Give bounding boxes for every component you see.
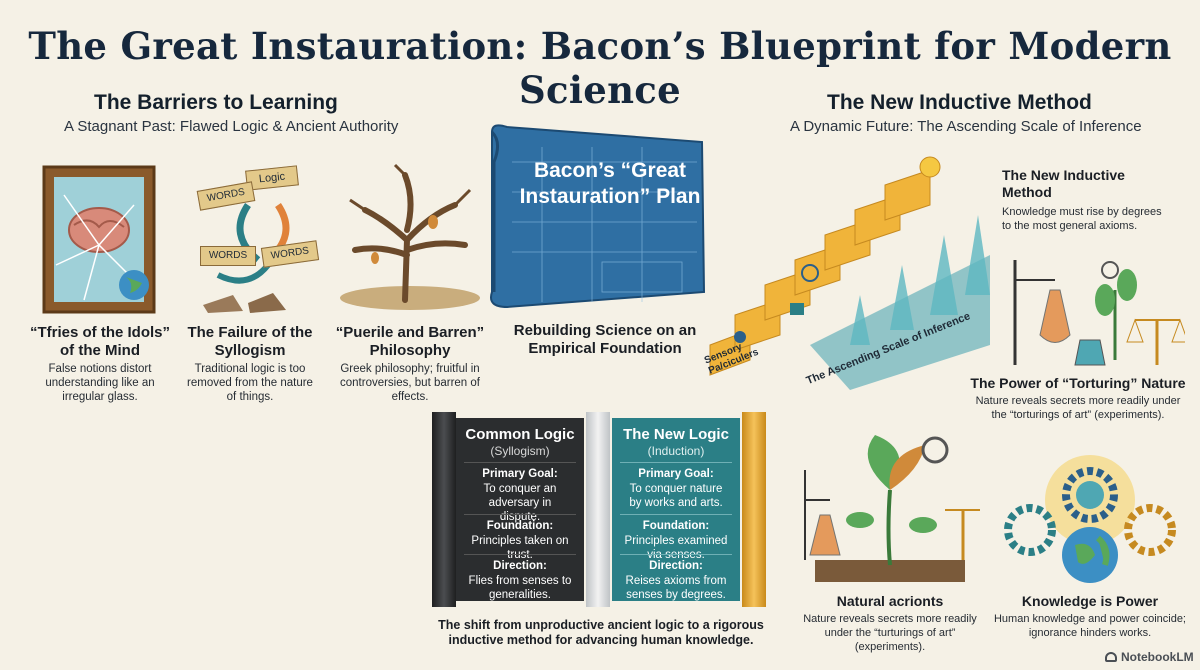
right-pillar	[742, 412, 766, 607]
divider	[464, 514, 576, 515]
new-logic-column: The New Logic (Induction) Primary Goal: …	[612, 418, 740, 601]
idols-title: “Tfries of the Idols” of the Mind	[30, 324, 171, 359]
common-foundation-label: Foundation:	[486, 520, 554, 532]
blueprint-scroll	[490, 124, 706, 309]
method-title: The New Inductive Method	[1002, 167, 1125, 200]
philosophy-title: “Puerile and Barren” Philosophy	[335, 324, 485, 359]
torture-desc: Nature reveals secrets more readily unde…	[975, 395, 1181, 421]
words-sign-2: WORDS	[200, 246, 256, 266]
divider	[464, 462, 576, 463]
comparison-caption: The shift from unproductive ancient logi…	[438, 618, 764, 647]
new-foundation-label: Foundation:	[642, 520, 710, 532]
torture-title: The Power of “Torturing” Nature	[970, 375, 1186, 391]
barriers-title: The Barriers to Learning	[94, 91, 338, 114]
natural-plant-illustration	[804, 435, 980, 582]
divider	[620, 462, 732, 463]
lab-experiment-illustration	[1013, 260, 1185, 366]
barren-tree-illustration	[340, 163, 480, 310]
common-goal-value: To conquer an adversary in dispute.	[483, 483, 557, 523]
idols-desc: False notions distort understanding like…	[45, 363, 155, 403]
left-pillar	[432, 412, 456, 607]
new-goal-label: Primary Goal:	[638, 468, 714, 480]
method-section-subtitle: A Dynamic Future: The Ascending Scale of…	[790, 118, 1142, 135]
philosophy-desc: Greek philosophy; fruitful in controvers…	[340, 363, 480, 403]
plan-label: Bacon’s “Great Instauration” Plan	[519, 159, 701, 208]
middle-pillar	[586, 412, 610, 607]
common-direction-value: Flies from senses to generalities.	[468, 575, 572, 601]
syllogism-desc: Traditional logic is too removed from th…	[187, 363, 313, 403]
new-logic-sub: (Induction)	[647, 444, 705, 458]
divider	[620, 514, 732, 515]
page-title: The Great Instauration: Bacon’s Blueprin…	[28, 24, 1172, 112]
common-direction-label: Direction:	[493, 560, 547, 572]
syllogism-title: The Failure of the Syllogism	[187, 324, 313, 359]
method-desc: Knowledge must rise by degrees to the mo…	[1002, 206, 1162, 232]
barriers-subtitle: A Stagnant Past: Flawed Logic & Ancient …	[64, 118, 399, 135]
new-direction-value: Reises axioms from senses by degrees.	[625, 575, 727, 601]
common-logic-head: Common Logic	[465, 426, 575, 443]
divider	[464, 554, 576, 555]
common-logic-column: Common Logic (Syllogism) Primary Goal: T…	[456, 418, 584, 601]
common-goal-label: Primary Goal:	[482, 468, 558, 480]
new-foundation-value: Principles examined via senses.	[624, 535, 728, 561]
natural-desc: Nature reveals secrets more readily unde…	[803, 613, 977, 653]
ascending-stairs-illustration	[709, 156, 990, 390]
common-logic-sub: (Syllogism)	[490, 444, 550, 458]
footer-brand: NotebookLM	[1105, 650, 1194, 664]
broken-mirror-illustration	[42, 165, 156, 314]
footer-label: NotebookLM	[1121, 650, 1194, 664]
blueprint-caption: Rebuilding Science on an Empirical Found…	[513, 322, 697, 357]
common-foundation-value: Principles taken on trust.	[471, 535, 569, 561]
new-goal-value: To conquer nature by works and arts.	[629, 483, 723, 509]
natural-title: Natural acrionts	[836, 593, 944, 609]
new-direction-label: Direction:	[649, 560, 703, 572]
power-title: Knowledge is Power	[1021, 593, 1159, 609]
method-section-title: The New Inductive Method	[827, 91, 1092, 114]
knowledge-gears-illustration	[1004, 455, 1176, 583]
notebooklm-icon	[1105, 652, 1117, 662]
new-logic-head: The New Logic	[623, 426, 729, 443]
power-desc: Human knowledge and power coincide; igno…	[993, 613, 1186, 639]
divider	[620, 554, 732, 555]
